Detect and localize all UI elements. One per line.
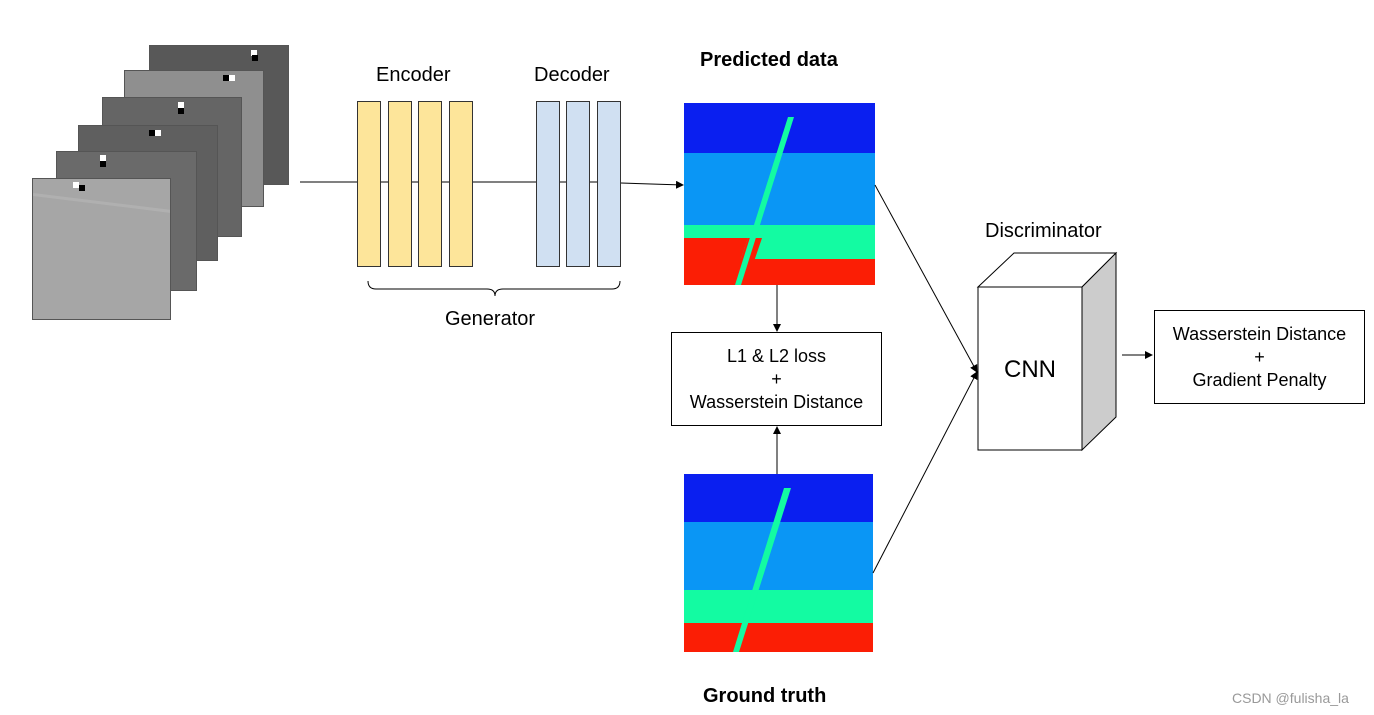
loss-line-2: + <box>771 368 782 389</box>
wd-line-2: + <box>1254 346 1265 367</box>
seismic-frame-1 <box>32 178 171 320</box>
generator-brace <box>367 280 621 297</box>
encoder-layer-4 <box>449 101 473 267</box>
predicted-to-discriminator-arrow <box>874 184 978 373</box>
encoder-label: Encoder <box>376 64 451 86</box>
generator-label: Generator <box>445 308 536 330</box>
predicted-velocity-map <box>684 103 875 285</box>
predicted-data-title: Predicted data <box>700 49 838 71</box>
decoder-layer-2 <box>566 101 590 267</box>
ground-truth-title: Ground truth <box>703 685 827 707</box>
discriminator-label: Discriminator <box>985 220 1102 242</box>
wd-line-3: Gradient Penalty <box>1192 369 1327 390</box>
loss-box: L1 & L2 loss + Wasserstein Distance <box>671 332 882 426</box>
loss-line-3: Wasserstein Distance <box>689 391 864 412</box>
encoder-layer-3 <box>418 101 442 267</box>
wd-line-1: Wasserstein Distance <box>1172 323 1347 344</box>
decoder-layer-1 <box>536 101 560 267</box>
loss-line-1: L1 & L2 loss <box>726 345 827 366</box>
encoder-layer-2 <box>388 101 412 267</box>
ground-truth-to-discriminator-arrow <box>872 371 978 574</box>
ground-truth-velocity-map <box>684 474 873 652</box>
encoder-layer-1 <box>357 101 381 267</box>
discriminator-cube <box>976 251 1118 452</box>
cnn-label: CNN <box>1004 356 1056 383</box>
watermark: CSDN @fulisha_la <box>1232 690 1349 706</box>
decoder-layer-3 <box>597 101 621 267</box>
decoder-to-predicted-arrow <box>620 180 684 189</box>
decoder-label: Decoder <box>534 64 610 86</box>
wasserstein-gp-box: Wasserstein Distance + Gradient Penalty <box>1154 310 1365 404</box>
